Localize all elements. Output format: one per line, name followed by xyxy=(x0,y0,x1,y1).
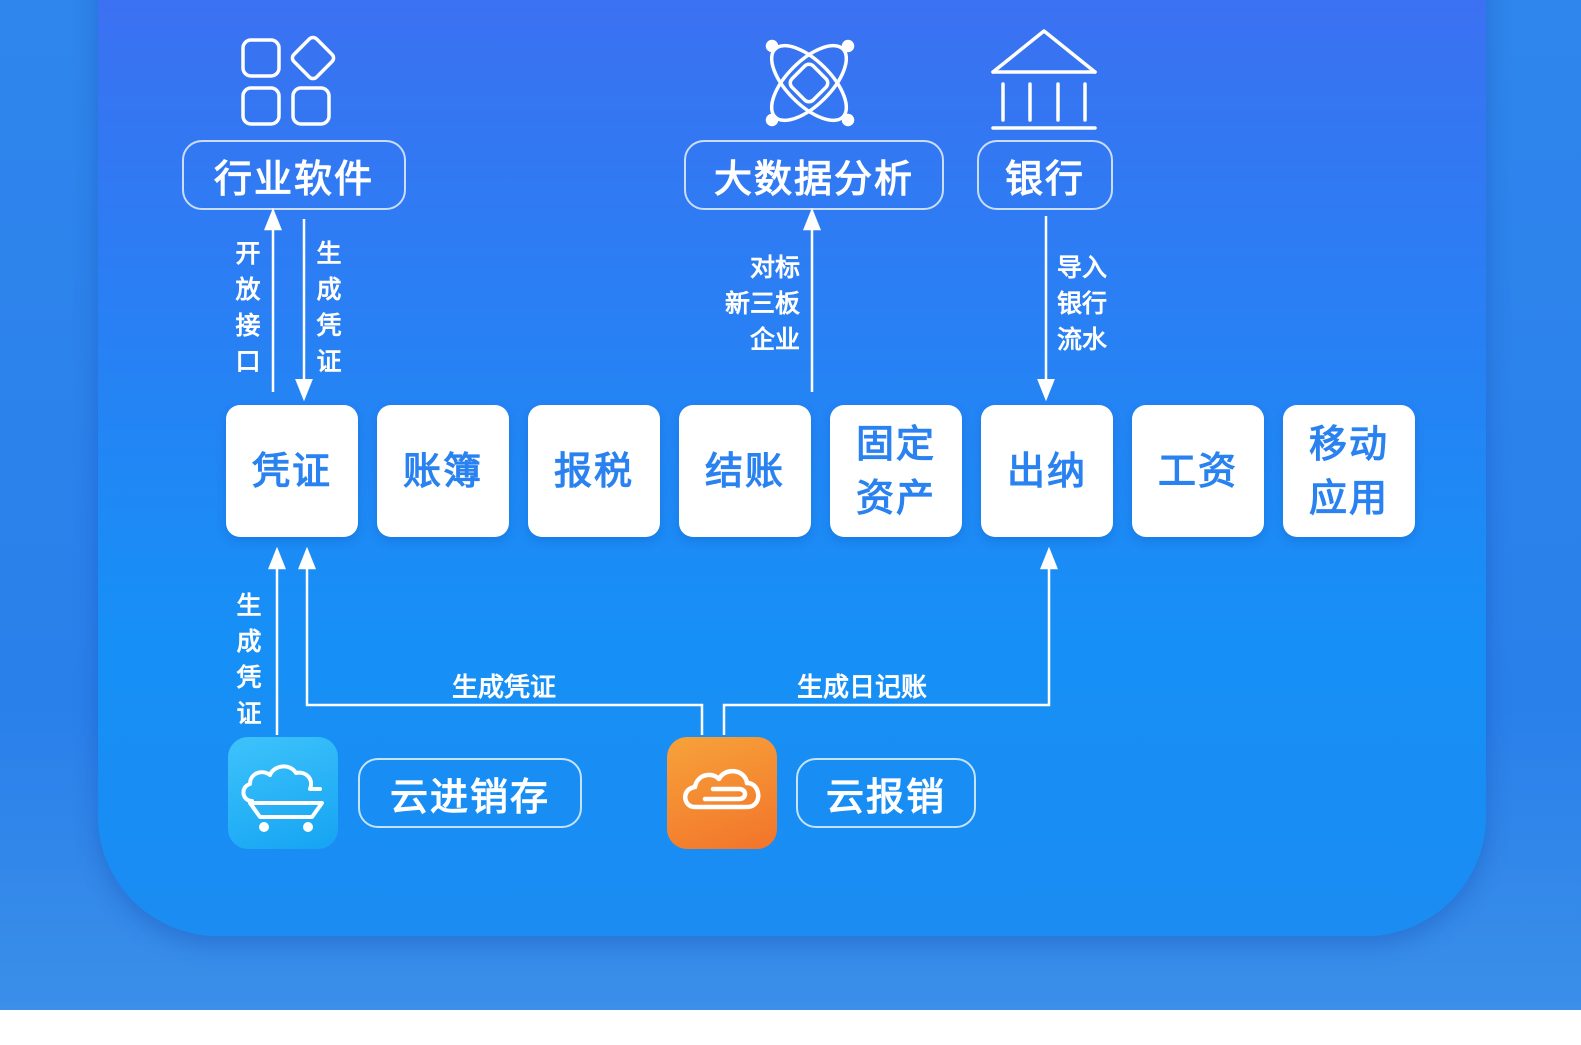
expense-journal-label: 生成日记账 xyxy=(797,673,928,703)
big-data-label: 大数据分析 xyxy=(713,156,914,201)
cloud-expense-label: 云报销 xyxy=(825,774,946,819)
inventory-voucher-label: 生成凭证 xyxy=(236,591,262,728)
benchmark-line-3: 企业 xyxy=(749,325,800,354)
expense-voucher-arrow xyxy=(298,546,704,735)
diagram-background: 行业软件 大数据分析 银行 开放接口 生成凭证 对标 新三板 企业 导入 银行 … xyxy=(0,0,1581,1010)
cloud-inventory-node: 云进销存 xyxy=(358,758,582,828)
cloud-cart-icon xyxy=(241,764,324,832)
cloud-expense-node: 云报销 xyxy=(796,758,976,828)
cloud-inventory-app-icon xyxy=(228,737,338,849)
module-fixed-assets: 固定资产 xyxy=(830,405,962,537)
industry-software-label: 行业软件 xyxy=(213,156,374,201)
module-tax: 报税 xyxy=(528,405,660,537)
bank-building-icon xyxy=(991,29,1097,130)
big-data-node: 大数据分析 xyxy=(684,140,944,210)
module-cashier: 出纳 xyxy=(981,405,1113,537)
module-mobile-label: 移动应用 xyxy=(1308,422,1389,520)
industry-software-node: 行业软件 xyxy=(182,140,406,210)
module-payroll: 工资 xyxy=(1132,405,1264,537)
generate-voucher-down-label: 生成凭证 xyxy=(316,239,342,376)
connector-layer xyxy=(241,29,1097,735)
module-cashier-label: 出纳 xyxy=(1006,449,1087,493)
benchmark-line-2: 新三板 xyxy=(724,289,800,318)
expense-journal-arrow xyxy=(722,546,1058,735)
app-grid-icon xyxy=(241,35,336,126)
import-line-1: 导入 xyxy=(1057,253,1108,282)
module-closing-label: 结账 xyxy=(704,449,785,493)
module-voucher: 凭证 xyxy=(226,405,358,537)
import-line-2: 银行 xyxy=(1057,289,1108,318)
cloud-inventory-label: 云进销存 xyxy=(389,774,550,819)
module-voucher-label: 凭证 xyxy=(251,449,332,493)
bank-label: 银行 xyxy=(1004,156,1085,201)
bank-node: 银行 xyxy=(977,140,1113,210)
module-tax-label: 报税 xyxy=(553,449,634,493)
benchmark-line-1: 对标 xyxy=(749,253,800,282)
import-bank-flow-label: 导入 银行 流水 xyxy=(1057,250,1137,358)
import-line-3: 流水 xyxy=(1057,325,1108,354)
module-closing: 结账 xyxy=(679,405,811,537)
benchmark-label: 对标 新三板 企业 xyxy=(698,250,800,358)
cloud-clip-icon xyxy=(683,769,761,810)
atom-orbit-icon xyxy=(765,39,855,127)
cloud-expense-app-icon xyxy=(667,737,777,849)
open-api-label: 开放接口 xyxy=(235,239,261,376)
module-mobile: 移动应用 xyxy=(1283,405,1415,537)
module-ledger: 账簿 xyxy=(377,405,509,537)
expense-voucher-label: 生成凭证 xyxy=(452,673,557,703)
module-ledger-label: 账簿 xyxy=(402,449,483,493)
module-fixed-assets-label: 固定资产 xyxy=(855,422,936,520)
module-payroll-label: 工资 xyxy=(1157,449,1238,493)
